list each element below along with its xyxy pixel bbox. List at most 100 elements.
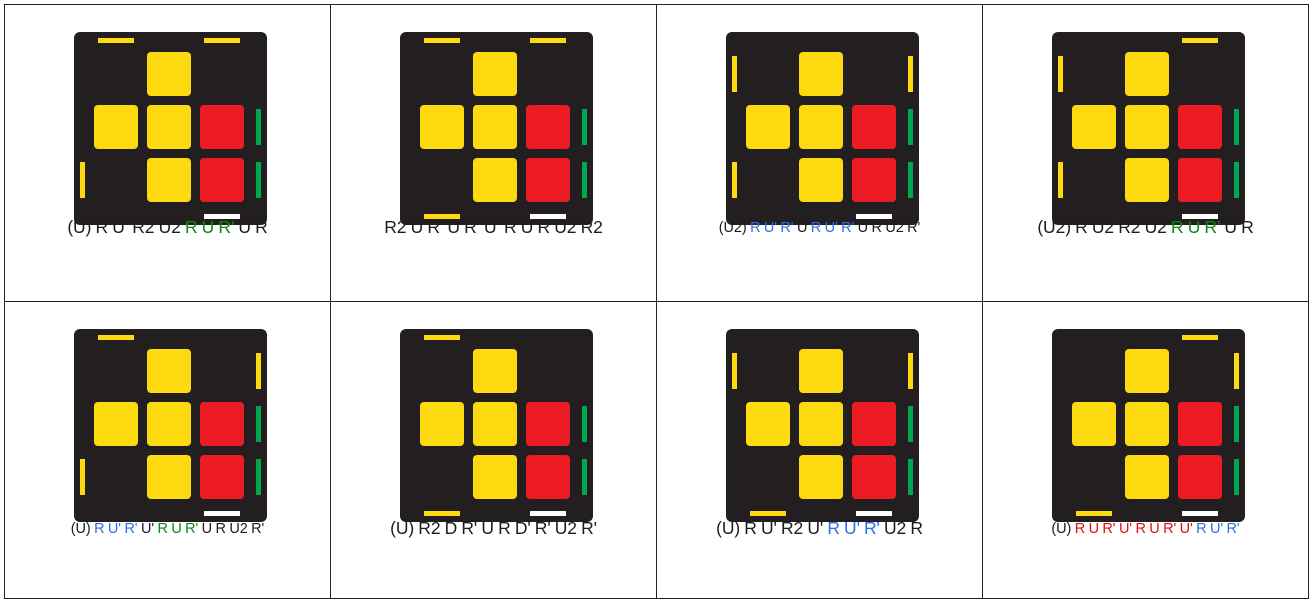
move-token: U2 [885,220,903,236]
cube-diagram [400,329,593,522]
top-sticker [799,455,843,499]
move-token: U' [764,220,777,236]
move-token: R' [218,217,234,237]
top-sticker [1178,105,1222,149]
move-token: R2 [418,518,440,538]
move-token: R [504,217,517,237]
move-token: U' [1210,521,1223,537]
back-edge-bar [204,38,240,43]
right-edge-bar [1234,459,1239,495]
top-sticker [1125,158,1169,202]
right-edge-bar [256,162,261,198]
move-token: U2 [1092,217,1114,237]
move-token: U' [108,521,121,537]
right-edge-bar [582,459,587,495]
move-token: R' [251,521,264,537]
left-edge-bar [732,56,737,92]
top-sticker [200,158,244,202]
move-token: U2 [229,521,247,537]
front-edge-bar [856,214,892,219]
move-token: R2 [781,518,803,538]
move-token: U [521,217,534,237]
front-edge-bar [750,511,786,516]
move-token: R' [535,518,551,538]
top-sticker [1072,105,1116,149]
top-sticker [1125,402,1169,446]
top-sticker [1178,455,1222,499]
move-token: U' [761,518,777,538]
top-sticker [1125,349,1169,393]
right-edge-bar [908,406,913,442]
move-token: R' [864,518,880,538]
move-token: U' [1119,521,1132,537]
move-token: R' [1204,217,1220,237]
back-edge-bar [1182,38,1218,43]
top-sticker [852,158,896,202]
move-token: R2 [1118,217,1140,237]
move-token: U [1089,521,1099,537]
right-edge-bar [908,109,913,145]
cube-diagram [400,32,593,225]
move-token: U' [807,518,823,538]
top-sticker [1125,455,1169,499]
algorithm-text: (U)RU'R2U2RUR'UR [5,217,330,238]
move-token: U [447,217,460,237]
right-edge-bar [256,459,261,495]
move-token: R [94,521,104,537]
right-edge-bar [908,353,913,389]
move-token: U [171,521,181,537]
move-token: R [1171,217,1184,237]
top-sticker [94,402,138,446]
right-edge-bar [908,459,913,495]
left-edge-bar [80,162,85,198]
top-sticker [852,455,896,499]
front-edge-bar [856,511,892,516]
top-sticker [799,402,843,446]
top-sticker [1178,402,1222,446]
top-sticker [526,402,570,446]
top-sticker [473,105,517,149]
top-sticker [147,349,191,393]
top-sticker [473,349,517,393]
move-token: U' [844,518,860,538]
move-token: U [1188,217,1201,237]
move-token: R [537,217,550,237]
top-sticker [526,158,570,202]
right-edge-bar [908,162,913,198]
move-token: R [1135,521,1145,537]
cube-diagram [726,32,919,225]
move-token: R' [427,217,443,237]
left-edge-bar [1058,56,1063,92]
top-sticker [200,402,244,446]
front-edge-bar [530,511,566,516]
right-edge-bar [582,109,587,145]
move-token: U [202,217,215,237]
right-edge-bar [1234,109,1239,145]
left-edge-bar [1058,162,1063,198]
move-token: U' [1180,521,1193,537]
cube-diagram [74,329,267,522]
move-token: U2 [554,217,576,237]
top-sticker [200,455,244,499]
top-sticker [94,105,138,149]
move-token: R' [124,521,137,537]
move-token: U' [112,217,128,237]
top-sticker [799,349,843,393]
move-token: R' [185,521,198,537]
cube-diagram [726,329,919,522]
front-edge-bar [424,511,460,516]
top-sticker [147,402,191,446]
move-token: U' [141,521,154,537]
grid-row: (U)RU'R'U'RUR'URU2R' (U)R2DR'URD'R'U2R' … [5,302,1309,599]
move-token: U [411,217,424,237]
right-edge-bar [908,56,913,92]
back-edge-bar [424,335,460,340]
move-token: R' [841,220,854,236]
